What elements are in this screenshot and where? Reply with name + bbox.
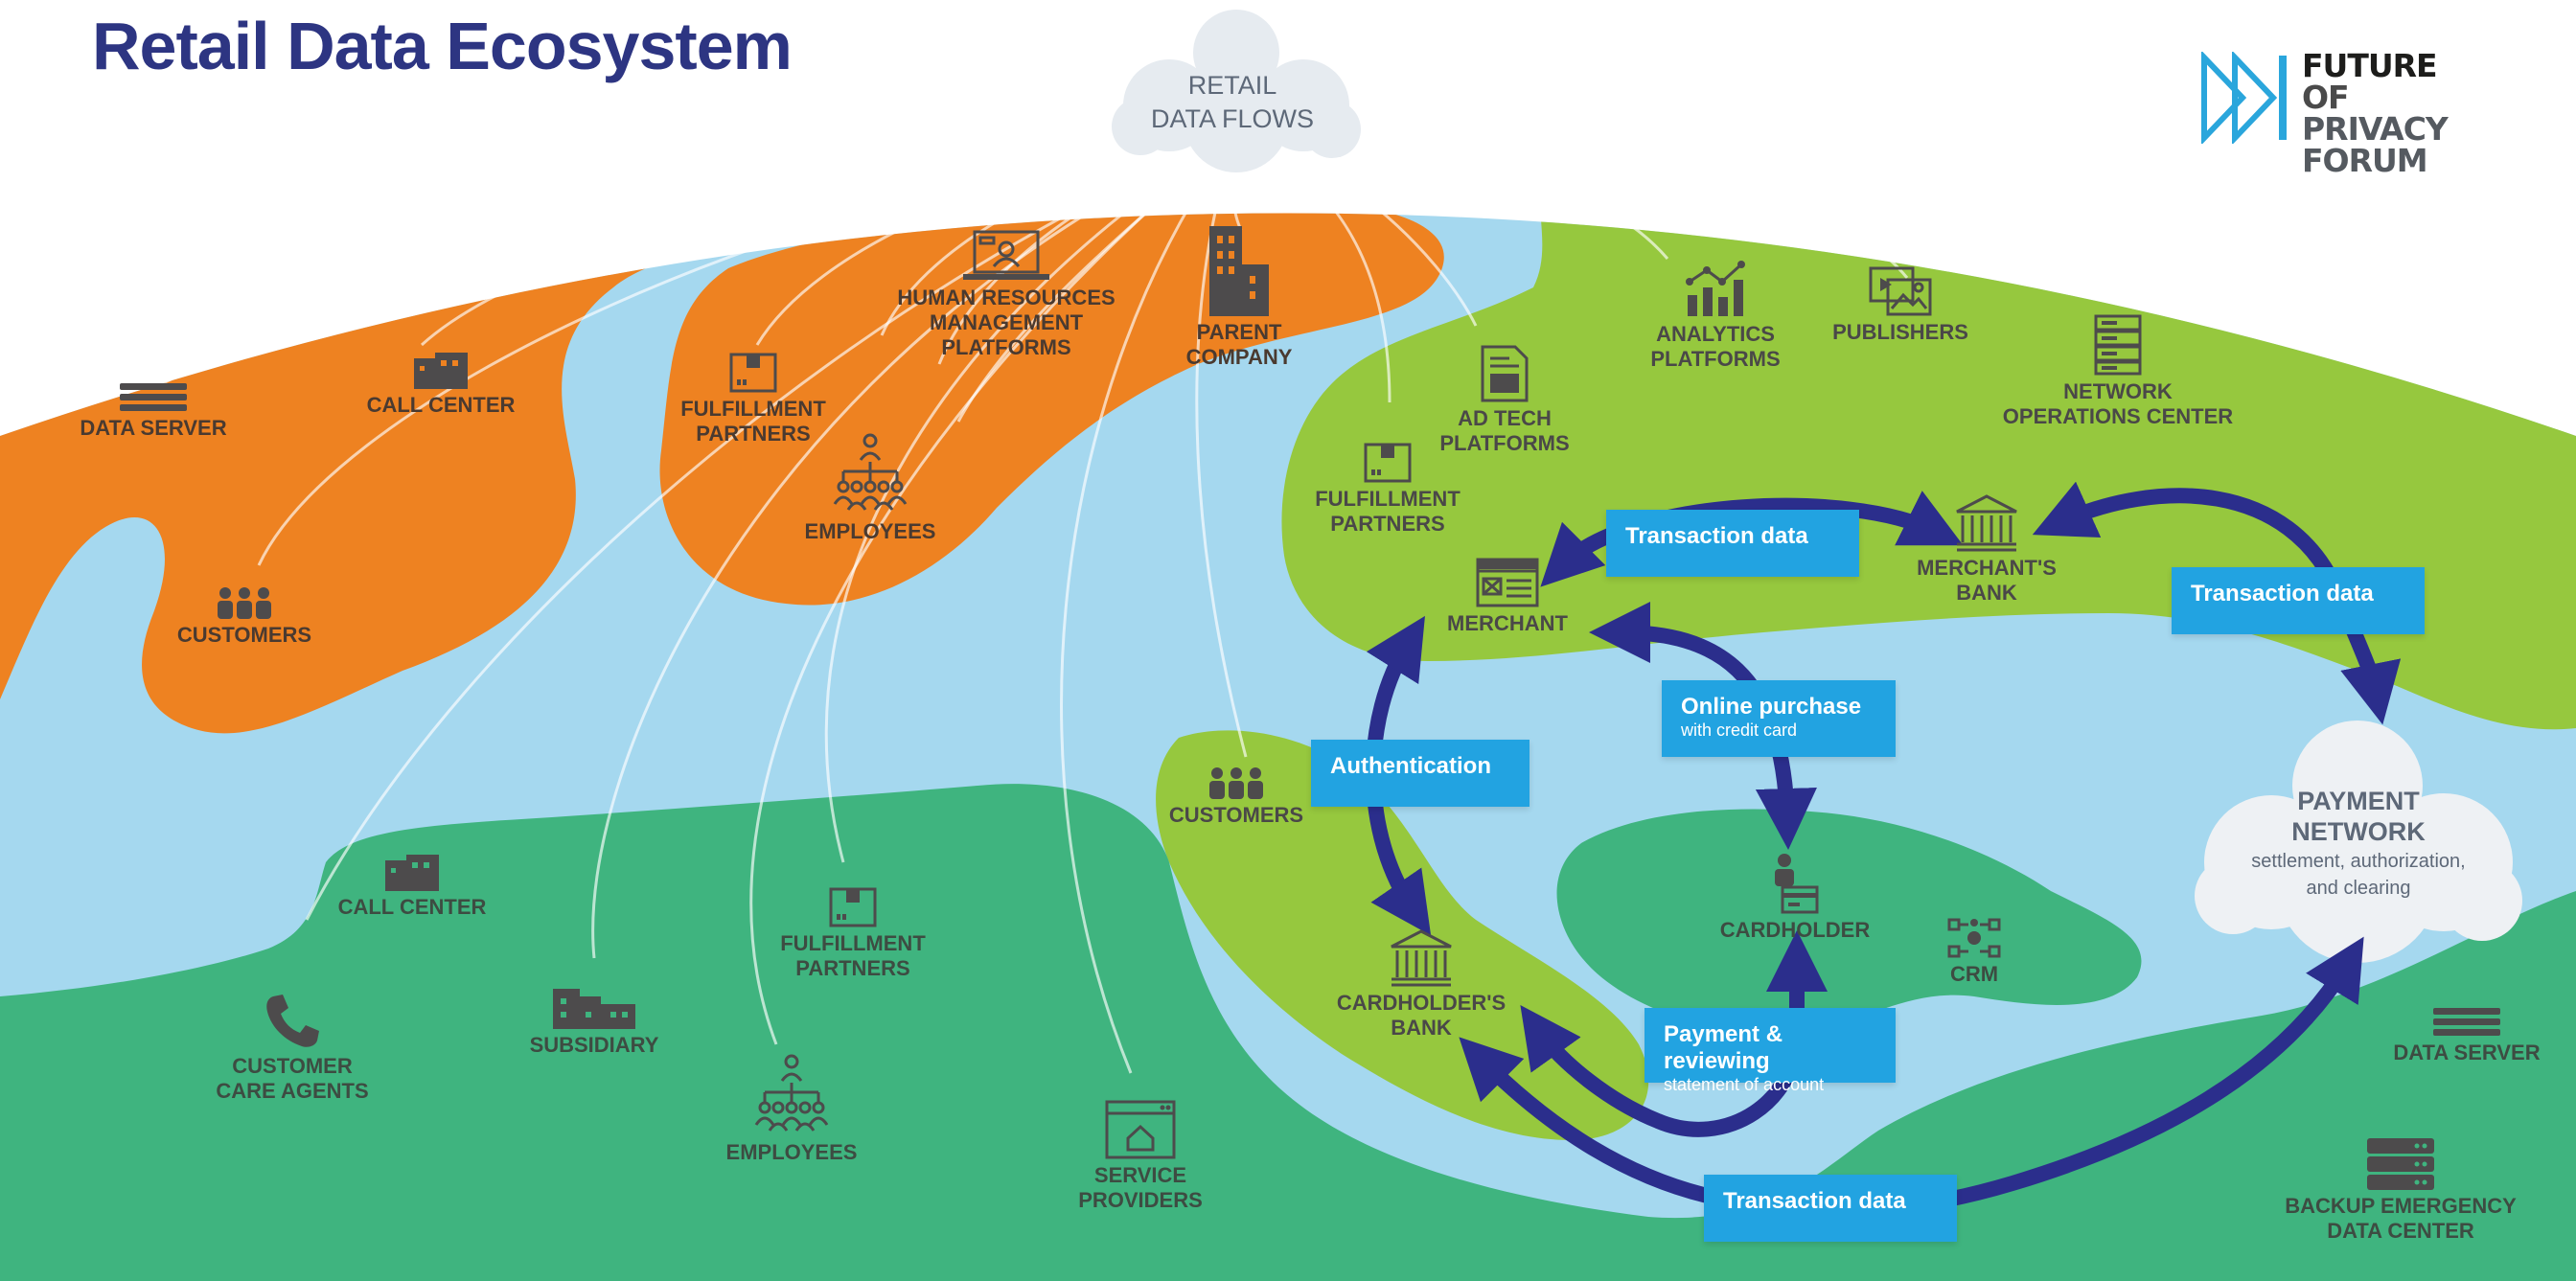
package-icon — [767, 887, 939, 927]
document-icon — [1418, 345, 1591, 402]
node-call-center-green: CALL CENTER — [326, 855, 498, 920]
skyscraper-icon — [1153, 226, 1325, 316]
node-call-center-orange: CALL CENTER — [355, 353, 527, 418]
node-publishers: PUBLISHERS — [1814, 266, 1987, 345]
landmass-green-southwest — [0, 784, 2576, 1281]
phone-icon — [192, 993, 393, 1050]
node-merchants-bank: MERCHANT'S BANK — [1900, 494, 2073, 606]
laptop-person-icon — [882, 230, 1131, 282]
label-online-purchase: Online purchase with credit card — [1662, 680, 1896, 757]
package-icon — [1301, 443, 1474, 483]
package-icon — [667, 353, 840, 393]
org-chart-icon — [784, 433, 956, 515]
media-icon — [1814, 266, 1987, 316]
payment-network-cloud — [2195, 721, 2522, 963]
node-employees-orange: EMPLOYEES — [784, 433, 956, 544]
org-chart-icon — [705, 1054, 878, 1136]
person-card-icon — [1709, 853, 1881, 914]
node-ad-tech: AD TECH PLATFORMS — [1418, 345, 1591, 456]
fast-forward-logo-icon — [2201, 52, 2287, 144]
retail-data-flows-label: RETAIL DATA FLOWS — [1150, 71, 1314, 133]
node-cardholders-bank: CARDHOLDER'S BANK — [1325, 929, 1517, 1041]
server-stack-icon — [2262, 1138, 2540, 1190]
label-authentication: Authentication — [1311, 740, 1530, 807]
building-icon — [355, 353, 527, 389]
node-fulfillment-lime: FULFILLMENT PARTNERS — [1301, 443, 1474, 537]
fpf-logo: FUTURE OF PRIVACY FORUM — [2200, 47, 2488, 176]
node-fulfillment-green: FULFILLMENT PARTNERS — [767, 887, 939, 981]
logo-word-forum: FORUM — [2302, 142, 2428, 179]
label-transaction-data-bottom: Transaction data — [1704, 1175, 1957, 1242]
storefront-icon — [1421, 558, 1594, 607]
node-service-providers: SERVICE PROVIDERS — [1054, 1100, 1227, 1213]
bank-icon — [1325, 929, 1517, 987]
home-window-icon — [1054, 1100, 1227, 1159]
bar-chart-icon — [1629, 261, 1802, 318]
node-backup-center: BACKUP EMERGENCY DATA CENTER — [2262, 1138, 2540, 1244]
label-payment-reviewing: Payment & reviewing statement of account — [1644, 1008, 1896, 1094]
node-hr-platforms: HUMAN RESOURCES MANAGEMENT PLATFORMS — [882, 230, 1131, 360]
logo-word-privacy: PRIVACY — [2302, 110, 2449, 148]
node-crm: CRM — [1907, 918, 2041, 987]
label-transaction-data-merchant: Transaction data — [1606, 510, 1859, 577]
building-icon — [326, 855, 498, 891]
logo-word-future: FUTURE — [2302, 47, 2438, 84]
node-analytics: ANALYTICS PLATFORMS — [1629, 261, 1802, 372]
node-fulfillment-orange: FULFILLMENT PARTNERS — [667, 353, 840, 446]
node-data-server-right: DATA SERVER — [2380, 1008, 2553, 1065]
node-data-server-left: DATA SERVER — [67, 383, 240, 441]
node-parent-company: PARENT COMPANY — [1153, 226, 1325, 370]
payment-network-label: PAYMENT NETWORK settlement, authorizatio… — [2251, 787, 2466, 899]
node-cardholder: CARDHOLDER — [1709, 853, 1881, 943]
factory-icon — [508, 983, 680, 1029]
server-icon — [67, 383, 240, 412]
node-merchant: MERCHANT — [1421, 558, 1594, 636]
retail-data-flows-cloud — [1112, 10, 1361, 172]
network-icon — [1907, 918, 2041, 958]
bank-icon — [1900, 494, 2073, 552]
node-subsidiary: SUBSIDIARY — [508, 983, 680, 1058]
node-employees-green: EMPLOYEES — [705, 1054, 878, 1165]
label-transaction-data-payment: Transaction data — [2172, 567, 2425, 634]
node-customers-orange: CUSTOMERS — [158, 586, 331, 648]
node-customer-care: CUSTOMER CARE AGENTS — [192, 993, 393, 1104]
server-icon — [2380, 1008, 2553, 1037]
node-customers-lime: CUSTOMERS — [1150, 766, 1322, 828]
logo-word-of: OF — [2302, 79, 2350, 116]
server-rack-icon — [1984, 314, 2252, 376]
page-title: Retail Data Ecosystem — [92, 9, 793, 83]
people-icon — [158, 586, 331, 619]
node-network-ops: NETWORK OPERATIONS CENTER — [1984, 314, 2252, 429]
people-icon — [1150, 766, 1322, 799]
